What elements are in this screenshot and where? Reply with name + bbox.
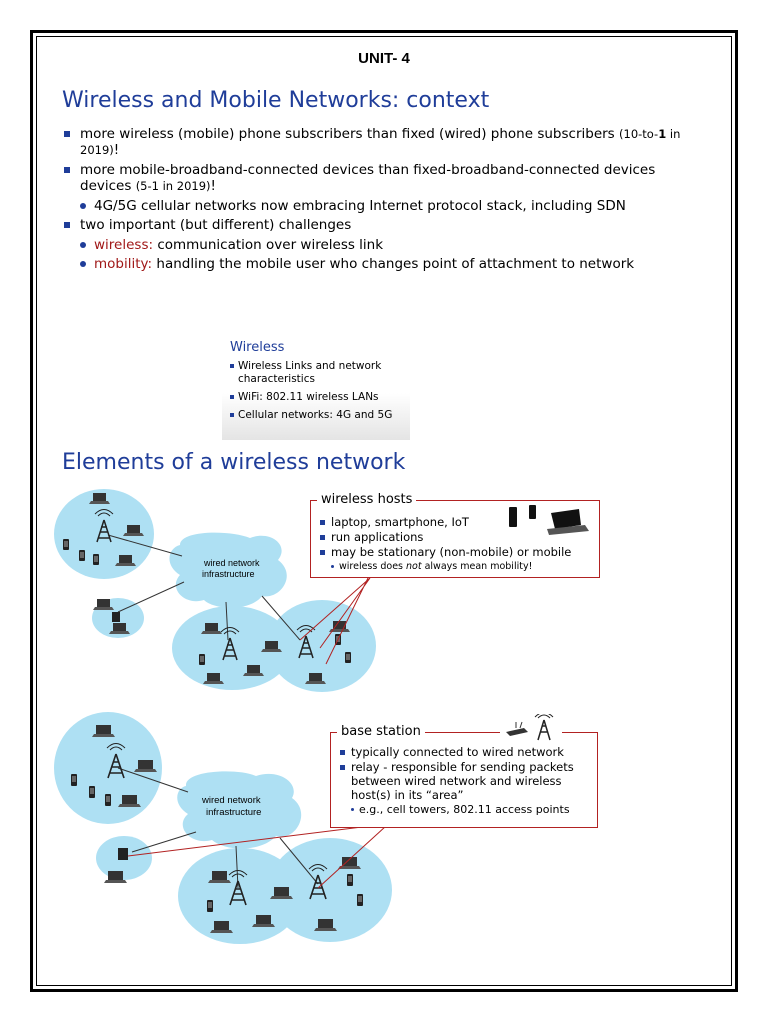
wireless-topic-item: Cellular networks: 4G and 5G bbox=[230, 409, 408, 422]
wired-network-cloud bbox=[177, 771, 302, 849]
wireless-topics-title: Wireless bbox=[230, 340, 285, 355]
bullet-mobility-challenge: mobility: handling the mobile user who c… bbox=[62, 256, 682, 272]
smartphone-icon bbox=[199, 654, 205, 665]
smartphone-icon bbox=[63, 539, 69, 550]
section-heading-context: Wireless and Mobile Networks: context bbox=[62, 88, 490, 113]
smartphone-icon bbox=[207, 900, 213, 912]
wireless-topics-box: Wireless Wireless Links and network char… bbox=[222, 336, 410, 440]
smartphone-icon bbox=[347, 874, 353, 886]
callout-item: may be stationary (non-mobile) or mobile bbox=[319, 545, 599, 559]
wireless-network-diagram-1: wired network infrastructure bbox=[54, 489, 376, 692]
bullet-wireless-challenge: wireless: communication over wireless li… bbox=[62, 237, 682, 253]
wireless-cell-bottom-right bbox=[268, 838, 392, 942]
router-icon bbox=[112, 612, 120, 622]
callout-item: relay - responsible for sending packets … bbox=[339, 760, 593, 802]
smartphone-icon bbox=[93, 554, 99, 565]
smartphone-icon bbox=[345, 652, 351, 663]
cloud-label-line2: infrastructure bbox=[202, 569, 255, 579]
page-border-outer bbox=[30, 30, 738, 992]
host-devices-icon bbox=[509, 505, 589, 535]
section-heading-elements: Elements of a wireless network bbox=[62, 450, 406, 475]
base-station-title: base station bbox=[337, 724, 425, 739]
bullet-subscribers: more wireless (mobile) phone subscribers… bbox=[62, 126, 682, 158]
unit-title: UNIT- 4 bbox=[358, 50, 410, 67]
cloud-label-line1: wired network bbox=[201, 795, 261, 806]
bullet-challenges: two important (but different) challenges bbox=[62, 217, 682, 233]
bullet-broadband: more mobile-broadband-connected devices … bbox=[62, 162, 682, 194]
context-bullet-list: more wireless (mobile) phone subscribers… bbox=[62, 126, 682, 275]
wireless-network-diagram-2: wired network infrastructure bbox=[54, 712, 392, 944]
smartphone-icon bbox=[105, 794, 111, 806]
cloud-label-line1: wired network bbox=[203, 558, 260, 568]
base-station-header-icon bbox=[500, 714, 562, 742]
callout-item: typically connected to wired network bbox=[339, 745, 593, 759]
smartphone-icon bbox=[357, 894, 363, 906]
smartphone-icon bbox=[79, 550, 85, 561]
router-icon bbox=[118, 848, 128, 860]
wireless-topic-item: WiFi: 802.11 wireless LANs bbox=[230, 391, 408, 404]
bullet-4g5g: 4G/5G cellular networks now embracing In… bbox=[62, 198, 682, 214]
callout-subitem: e.g., cell towers, 802.11 access points bbox=[339, 803, 593, 817]
smartphone-icon bbox=[71, 774, 77, 786]
smartphone-icon bbox=[89, 786, 95, 798]
callout-item: laptop, smartphone, IoT bbox=[319, 515, 599, 529]
base-station-callout: base station typically connected to wire… bbox=[330, 724, 598, 828]
wired-network-cloud bbox=[169, 532, 287, 608]
cloud-label-line2: infrastructure bbox=[206, 807, 261, 818]
wireless-hosts-callout: wireless hosts laptop, smartphone, IoT r… bbox=[310, 492, 600, 578]
wireless-cell-bottom-left bbox=[172, 606, 292, 690]
wireless-hosts-title: wireless hosts bbox=[317, 492, 417, 507]
wireless-topic-item: Wireless Links and network characteristi… bbox=[230, 360, 408, 386]
callout-subitem: wireless does not always mean mobility! bbox=[319, 560, 599, 574]
callout-item: run applications bbox=[319, 530, 599, 544]
page-border-inner bbox=[36, 36, 732, 986]
